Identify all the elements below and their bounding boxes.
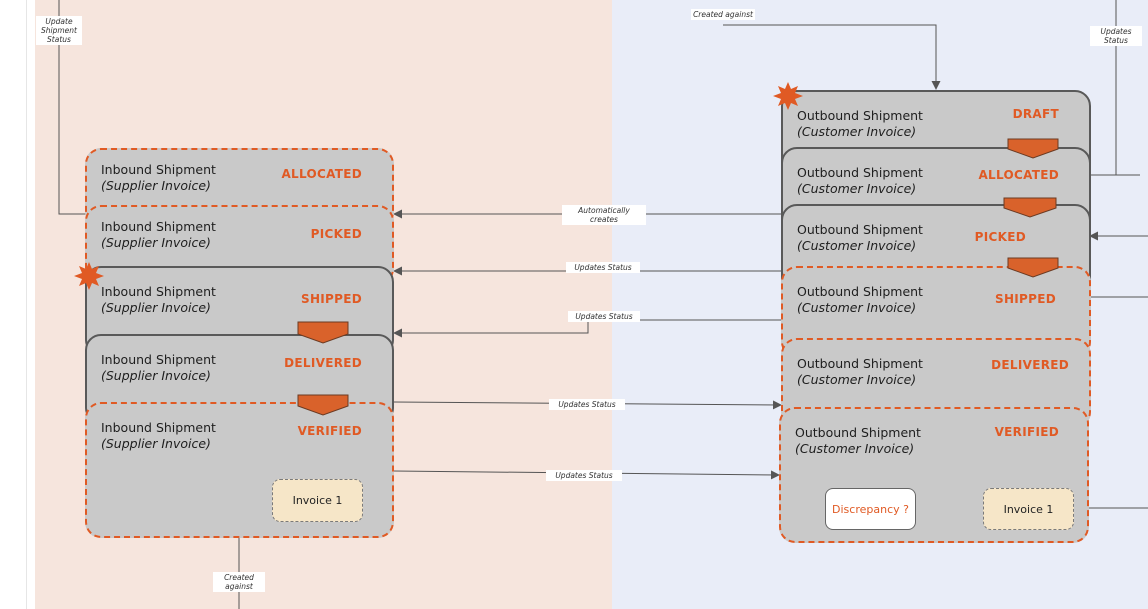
card-subtitle: (Supplier Invoice) <box>101 300 211 315</box>
card-title: Inbound Shipment <box>101 219 216 234</box>
card-subtitle: (Supplier Invoice) <box>101 178 211 193</box>
card-subtitle: (Customer Invoice) <box>795 441 915 456</box>
starburst-icon <box>773 82 803 110</box>
chevron-down-icon <box>1003 197 1057 218</box>
connector-created-against-top <box>723 24 941 90</box>
status-label: PICKED <box>310 227 362 241</box>
inbound-card-verified[interactable]: Inbound Shipment(Supplier Invoice) VERIF… <box>85 402 394 538</box>
label-updates-status-1: Updates Status <box>566 262 640 273</box>
label-updates-status-2: Updates Status <box>568 311 640 322</box>
label-updates-status-top-right: Updates Status <box>1090 26 1142 46</box>
connector-update-shipment-status <box>58 0 88 215</box>
canvas-margin <box>0 0 27 609</box>
starburst-icon <box>74 262 104 290</box>
card-title: Inbound Shipment <box>101 284 216 299</box>
status-label: SHIPPED <box>301 292 362 306</box>
card-subtitle: (Supplier Invoice) <box>101 436 211 451</box>
card-subtitle: (Customer Invoice) <box>797 300 917 315</box>
card-title: Outbound Shipment <box>797 165 923 180</box>
status-label: VERIFIED <box>994 425 1059 439</box>
discrepancy-note[interactable]: Discrepancy ? <box>825 488 916 530</box>
card-title: Inbound Shipment <box>101 162 216 177</box>
label-created-against-bottom: Created against <box>213 572 265 592</box>
status-label: ALLOCATED <box>978 168 1059 182</box>
chevron-down-icon <box>297 394 349 416</box>
card-subtitle: (Customer Invoice) <box>797 124 917 139</box>
chevron-down-icon <box>1007 138 1059 159</box>
card-title: Inbound Shipment <box>101 352 216 367</box>
status-label: SHIPPED <box>995 292 1056 306</box>
status-label: DRAFT <box>1012 107 1059 121</box>
invoice-note[interactable]: Invoice 1 <box>983 488 1074 530</box>
card-subtitle: (Supplier Invoice) <box>101 368 211 383</box>
status-label: DELIVERED <box>284 356 362 370</box>
label-update-shipment-status: Update Shipment Status <box>36 16 82 45</box>
label-updates-status-4: Updates Status <box>546 470 622 481</box>
card-title: Outbound Shipment <box>797 356 923 371</box>
label-automatically-creates: Automatically creates <box>562 205 646 225</box>
invoice-note[interactable]: Invoice 1 <box>272 479 363 522</box>
card-subtitle: (Customer Invoice) <box>797 372 917 387</box>
chevron-down-icon <box>1007 257 1059 278</box>
connector-updates-status-2 <box>393 319 781 338</box>
status-label: PICKED <box>974 230 1026 244</box>
label-created-against-top: Created against <box>691 9 755 20</box>
card-subtitle: (Customer Invoice) <box>797 181 917 196</box>
card-subtitle: (Supplier Invoice) <box>101 235 211 250</box>
status-label: VERIFIED <box>297 424 362 438</box>
card-subtitle: (Customer Invoice) <box>797 238 917 253</box>
card-title: Inbound Shipment <box>101 420 216 435</box>
status-label: DELIVERED <box>991 358 1069 372</box>
card-title: Outbound Shipment <box>797 284 923 299</box>
card-title: Outbound Shipment <box>795 425 921 440</box>
outbound-card-verified[interactable]: Outbound Shipment(Customer Invoice) VERI… <box>779 407 1089 543</box>
label-updates-status-3: Updates Status <box>549 399 625 410</box>
status-label: ALLOCATED <box>281 167 362 181</box>
card-title: Outbound Shipment <box>797 108 923 123</box>
chevron-down-icon <box>297 321 349 344</box>
card-title: Outbound Shipment <box>797 222 923 237</box>
